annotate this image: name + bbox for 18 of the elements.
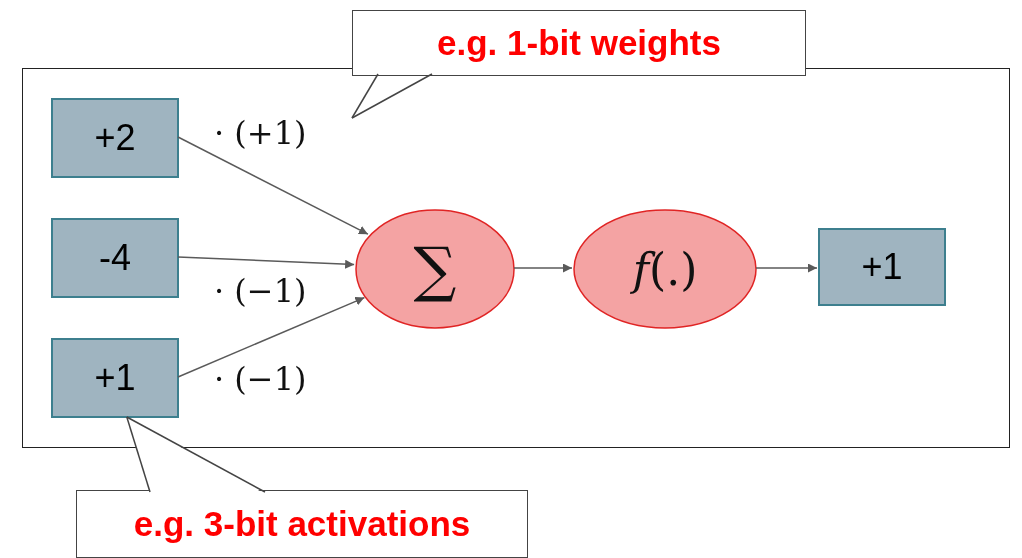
callout-box [352, 10, 806, 76]
arrow [755, 263, 818, 273]
arrow [513, 263, 573, 273]
sigma-symbol: ∑ [413, 234, 457, 304]
arrow [177, 296, 366, 378]
frame-box [22, 68, 1010, 448]
callout-text: e.g. 3-bit activations [133, 504, 471, 544]
value-box: +1 [51, 338, 179, 418]
summation-node [355, 209, 515, 329]
arrow [177, 256, 355, 269]
value-box: -4 [51, 218, 179, 298]
value-box: +1 [818, 228, 946, 306]
activation-node [573, 209, 757, 329]
callout-pointer [126, 416, 266, 494]
callout-text: e.g. 1-bit weights [437, 23, 721, 63]
value-box: +2 [51, 98, 179, 178]
function-label: f(.) [632, 243, 698, 295]
arrow [177, 136, 369, 235]
